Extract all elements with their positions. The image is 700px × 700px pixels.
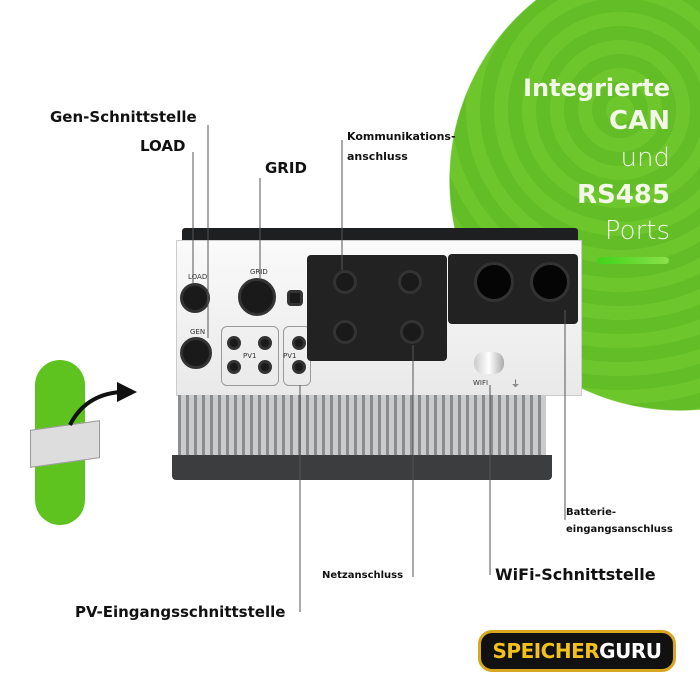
pv-connector bbox=[227, 360, 241, 374]
battery-gland bbox=[530, 262, 570, 302]
wifi-knob bbox=[474, 352, 504, 374]
battery-gland bbox=[474, 262, 514, 302]
comm-port bbox=[333, 320, 357, 344]
accent-bar bbox=[597, 257, 669, 264]
headline-line1: Integrierte bbox=[523, 74, 670, 102]
inverter-base bbox=[172, 455, 552, 480]
gen-port bbox=[180, 337, 212, 369]
arrow-icon bbox=[68, 382, 137, 426]
callout-battery-line2: eingangsanschluss bbox=[566, 524, 673, 535]
inverter-top bbox=[182, 228, 578, 242]
logo-part1: SPEICHER bbox=[492, 639, 600, 663]
pv-connector bbox=[258, 360, 272, 374]
port-label-wifi: WIFI bbox=[473, 379, 489, 387]
comm-port bbox=[400, 320, 424, 344]
callout-comm-line1: Kommunikations- bbox=[347, 130, 456, 143]
headline-line4: RS485 bbox=[576, 180, 670, 210]
vent-plug bbox=[287, 290, 303, 306]
callout-pv: PV-Eingangsschnittstelle bbox=[75, 603, 286, 621]
pv-connector bbox=[227, 336, 241, 350]
headline-line2: CAN bbox=[609, 106, 670, 136]
load-port bbox=[180, 283, 210, 313]
headline-line5: Ports bbox=[604, 216, 670, 246]
communication-plate bbox=[307, 255, 447, 361]
callout-battery-line1: Batterie- bbox=[566, 507, 617, 518]
callout-grid: GRID bbox=[265, 159, 307, 177]
comm-port bbox=[333, 270, 357, 294]
pv-connector bbox=[292, 336, 306, 350]
headline-line3: und bbox=[620, 143, 670, 173]
callout-comm-line2: anschluss bbox=[347, 150, 408, 163]
inverter-heatsink bbox=[178, 395, 546, 465]
callout-netz: Netzanschluss bbox=[322, 570, 404, 581]
callout-gen: Gen-Schnittstelle bbox=[50, 108, 197, 126]
port-label-pv1: PV1 bbox=[283, 352, 297, 360]
comm-port bbox=[398, 270, 422, 294]
grid-port bbox=[238, 278, 276, 316]
port-label-load: LOAD bbox=[188, 273, 208, 281]
ground-icon: ⏚ bbox=[511, 380, 521, 390]
callout-wifi: WiFi-Schnittstelle bbox=[495, 565, 656, 584]
pv-connector bbox=[258, 336, 272, 350]
port-label-gen: GEN bbox=[190, 328, 206, 336]
pv-connector bbox=[292, 360, 306, 374]
callout-load: LOAD bbox=[140, 137, 186, 155]
logo-part2: GURU bbox=[599, 639, 662, 663]
port-label-pv1: PV1 bbox=[243, 352, 257, 360]
pv-group-1 bbox=[221, 326, 279, 386]
port-label-grid: GRID bbox=[250, 268, 268, 276]
